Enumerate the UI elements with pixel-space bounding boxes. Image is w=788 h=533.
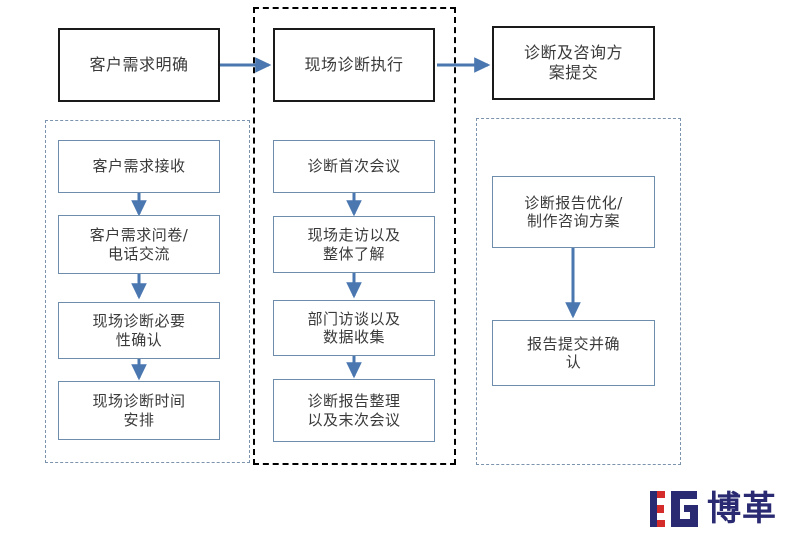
phase-1-step-1[interactable]: 客户需求接收 [58, 140, 220, 193]
phase-2-top-box[interactable]: 现场诊断执行 [273, 28, 435, 102]
phase-1-step-3-label: 现场诊断必要 性确认 [92, 312, 186, 349]
phase-2-step-4[interactable]: 诊断报告整理 以及末次会议 [273, 379, 435, 442]
phase-group-2-container [253, 7, 456, 465]
phase-1-step-1-label: 客户需求接收 [92, 157, 186, 176]
phase-2-step-1-label: 诊断首次会议 [307, 157, 401, 176]
phase-2-top-label: 现场诊断执行 [304, 55, 404, 75]
brand-logo: 博革 [645, 487, 785, 531]
phase-2-step-3[interactable]: 部门访谈以及 数据收集 [273, 300, 435, 356]
phase-3-top-box[interactable]: 诊断及咨询方 案提交 [492, 26, 655, 100]
logo-mark-icon [645, 489, 703, 529]
phase-group-3-container [476, 118, 681, 465]
phase-1-top-label: 客户需求明确 [89, 55, 189, 75]
phase-3-top-label: 诊断及咨询方 案提交 [523, 43, 623, 82]
phase-1-step-4-label: 现场诊断时间 安排 [92, 392, 186, 429]
phase-1-step-2[interactable]: 客户需求问卷/ 电话交流 [58, 215, 220, 274]
phase-3-step-1[interactable]: 诊断报告优化/ 制作咨询方案 [492, 176, 655, 248]
phase-2-step-3-label: 部门访谈以及 数据收集 [307, 309, 401, 346]
phase-1-step-4[interactable]: 现场诊断时间 安排 [58, 381, 220, 440]
phase-1-top-box[interactable]: 客户需求明确 [58, 28, 220, 102]
phase-2-step-2[interactable]: 现场走访以及 整体了解 [273, 216, 435, 273]
phase-1-step-2-label: 客户需求问卷/ 电话交流 [89, 226, 189, 263]
logo-brand-text: 博革 [707, 489, 777, 529]
phase-2-step-1[interactable]: 诊断首次会议 [273, 140, 435, 193]
phase-group-1-container [45, 120, 250, 463]
phase-3-step-2[interactable]: 报告提交并确 认 [492, 320, 655, 386]
phase-3-step-2-label: 报告提交并确 认 [526, 334, 620, 371]
phase-2-step-2-label: 现场走访以及 整体了解 [307, 226, 401, 263]
phase-3-step-1-label: 诊断报告优化/ 制作咨询方案 [524, 193, 623, 230]
phase-2-step-4-label: 诊断报告整理 以及末次会议 [307, 392, 401, 429]
phase-1-step-3[interactable]: 现场诊断必要 性确认 [58, 302, 220, 359]
